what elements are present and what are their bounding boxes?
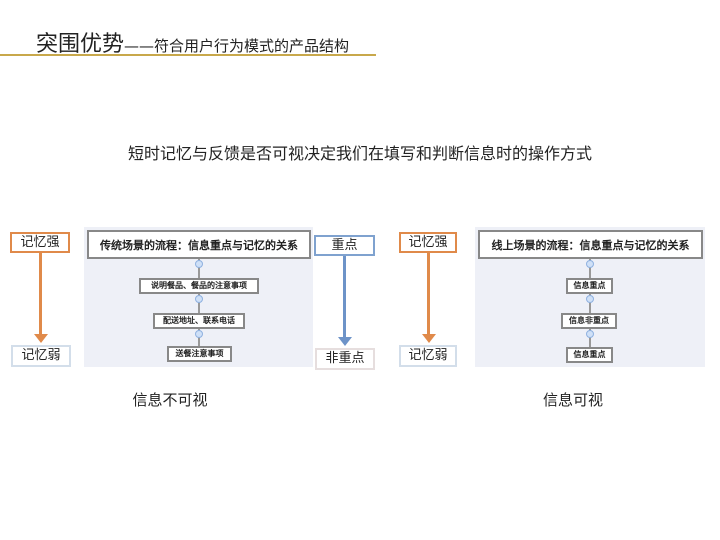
collapse-icon[interactable] [586, 260, 594, 268]
flow-node: 送餐注意事项 [167, 346, 232, 362]
arrow-head-icon [34, 334, 48, 343]
memory-strong-label: 记忆强 [399, 232, 457, 253]
arrow-down-orange [39, 253, 42, 337]
arrow-head-icon [338, 337, 352, 346]
collapse-icon[interactable] [195, 295, 203, 303]
focus-label: 重点 [314, 235, 375, 256]
collapse-icon[interactable] [586, 295, 594, 303]
arrow-down-orange [427, 253, 430, 337]
memory-strong-label: 记忆强 [10, 232, 70, 253]
connector-line [198, 259, 200, 349]
arrow-down-blue [343, 256, 346, 340]
caption-invisible: 信息不可视 [132, 391, 208, 409]
title-main: 突围优势 [36, 32, 125, 57]
diagram-title: 线上场景的流程：信息重点与记忆的关系 [478, 230, 703, 259]
connector-line [589, 259, 591, 349]
flow-node: 信息重点 [566, 347, 613, 363]
memory-weak-label: 记忆弱 [399, 345, 457, 367]
flow-node: 配送地址、联系电话 [153, 313, 245, 329]
caption-visible: 信息可视 [542, 391, 603, 409]
flow-node: 信息非重点 [561, 313, 617, 329]
page-title: 突围优势——符合用户行为模式的产品结构 [36, 26, 349, 58]
collapse-icon[interactable] [195, 260, 203, 268]
flow-node: 信息重点 [566, 278, 613, 294]
non-focus-label: 非重点 [315, 348, 375, 370]
flow-node: 说明餐品、餐品的注意事项 [139, 278, 259, 294]
collapse-icon[interactable] [586, 330, 594, 338]
title-subtitle: ——符合用户行为模式的产品结构 [124, 37, 350, 55]
arrow-head-icon [422, 334, 436, 343]
collapse-icon[interactable] [195, 330, 203, 338]
memory-weak-label: 记忆弱 [11, 345, 71, 367]
intro-text: 短时记忆与反馈是否可视决定我们在填写和判断信息时的操作方式 [127, 144, 592, 163]
title-underline [0, 54, 376, 56]
diagram-title: 传统场景的流程：信息重点与记忆的关系 [87, 230, 311, 259]
